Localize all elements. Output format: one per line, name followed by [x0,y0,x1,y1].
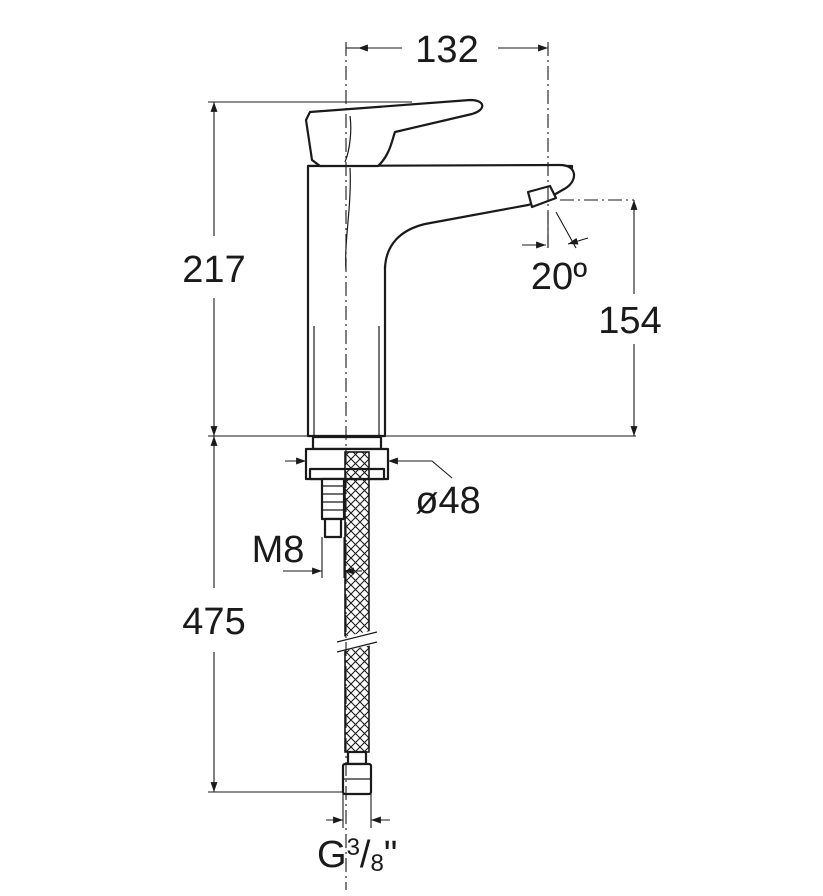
spout-angle-label: 20º [531,256,587,298]
spout-height-label: 154 [598,300,661,342]
mounting-stud [320,477,346,539]
connection-label: G3/8" [317,834,397,877]
spout-reach-label: 132 [415,29,478,71]
dimension-base-diameter: ø48 [285,457,481,522]
total-height-label: 217 [182,249,245,291]
dimension-total-height: 217 [182,101,636,437]
dimension-spout-reach: 132 [346,29,548,71]
hose-length-label: 475 [182,601,245,643]
dimension-stud-thread: M8 [252,529,362,578]
stud-thread-label: M8 [252,529,305,571]
faucet-body [306,163,575,438]
dimension-spout-angle: 20º [522,211,589,298]
base-diameter-label: ø48 [415,480,480,522]
dimension-hose-length: 475 [182,436,343,793]
dimension-connection: G3/8" [317,794,397,877]
dimension-spout-height: 154 [598,200,662,436]
lever-handle [304,98,484,168]
